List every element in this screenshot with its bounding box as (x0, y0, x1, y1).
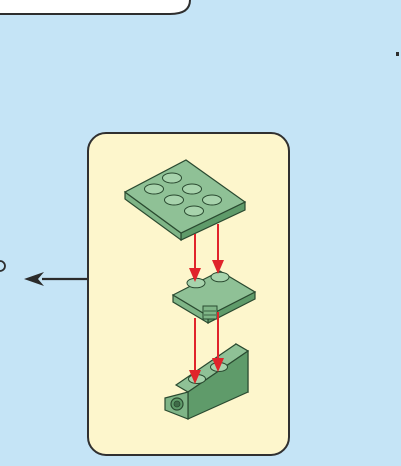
next-step-mark (396, 52, 399, 56)
previous-step-frame-corner (0, 0, 190, 14)
